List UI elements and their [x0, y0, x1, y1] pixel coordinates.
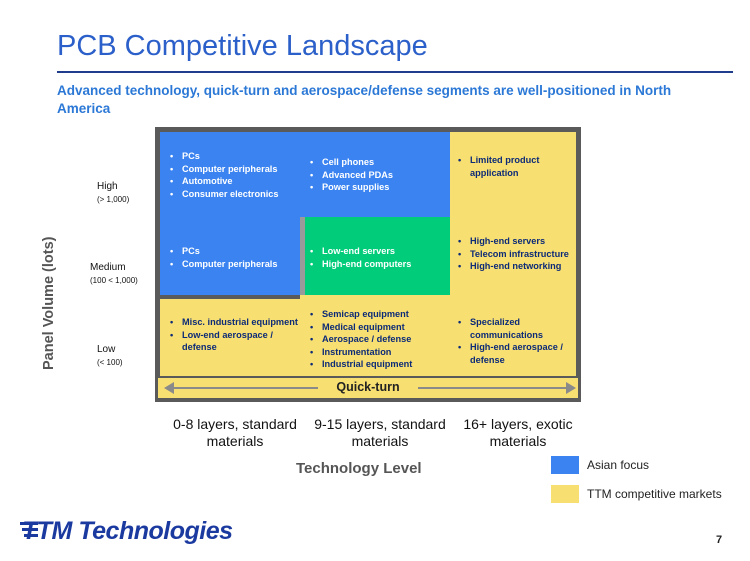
arrow-left-icon — [164, 382, 174, 394]
arrow-right-icon — [566, 382, 576, 394]
legend-swatch-ttm — [551, 485, 579, 503]
cell-medium-col3: High-end servers Telecom infrastructure … — [458, 235, 573, 273]
level-low: Low (< 100) — [97, 343, 123, 369]
cell-low-col1: Misc. industrial equipment Low-end aeros… — [170, 316, 298, 354]
cell-high-col2: Cell phones Advanced PDAs Power supplies — [310, 156, 440, 194]
title-divider — [57, 71, 733, 73]
list-item: High-end computers — [310, 258, 445, 271]
list-item: Computer peripherals — [170, 163, 300, 176]
column-label-2: 9-15 layers, standard materials — [314, 416, 446, 449]
list-item: High-end aerospace / defense — [458, 341, 573, 366]
list-item: High-end networking — [458, 260, 573, 273]
level-medium-label: Medium — [90, 262, 126, 273]
page-title: PCB Competitive Landscape — [57, 30, 428, 62]
yellow-low-shadow-top — [155, 294, 305, 299]
list-item: PCs — [170, 245, 300, 258]
blue-region-shadow-left — [155, 127, 160, 299]
level-low-label: Low — [97, 344, 116, 355]
cell-low-col2: Semicap equipment Medical equipment Aero… — [310, 308, 445, 371]
column-label-1: 0-8 layers, standard materials — [173, 416, 297, 449]
list-item: Computer peripherals — [170, 258, 300, 271]
x-axis-label: Technology Level — [296, 460, 422, 477]
level-low-sub: (< 100) — [97, 358, 123, 367]
list-item: Cell phones — [310, 156, 440, 169]
list-item: Telecom infrastructure — [458, 248, 573, 261]
level-medium: Medium (100 < 1,000) — [90, 261, 138, 287]
blue-region-shadow-top — [155, 127, 452, 132]
level-high: High (> 1,000) — [97, 180, 129, 206]
cell-high-col3: Limited product application — [458, 154, 568, 179]
list-item: Instrumentation — [310, 346, 445, 359]
list-item: High-end servers — [458, 235, 573, 248]
list-item: Low-end servers — [310, 245, 445, 258]
list-item: Aerospace / defense — [310, 333, 445, 346]
list-item: Power supplies — [310, 181, 440, 194]
yellow-low-shadow-left — [155, 294, 160, 384]
page-subtitle: Advanced technology, quick-turn and aero… — [57, 83, 672, 116]
yellow-col3-shadow-top — [448, 127, 581, 132]
list-item: PCs — [170, 150, 300, 163]
green-shadow-left — [300, 213, 305, 299]
list-item: Medical equipment — [310, 321, 445, 334]
legend-swatch-asian — [551, 456, 579, 474]
column-label-3: 16+ layers, exotic materials — [463, 416, 573, 449]
ttm-logo-icon — [20, 522, 38, 537]
cell-medium-col1: PCs Computer peripherals — [170, 245, 300, 270]
y-axis-label: Panel Volume (lots) — [41, 236, 57, 370]
list-item: Semicap equipment — [310, 308, 445, 321]
cell-high-col1: PCs Computer peripherals Automotive Cons… — [170, 150, 300, 200]
cell-low-col3: Specialized communications High-end aero… — [458, 316, 573, 366]
yellow-col3-shadow-right — [576, 127, 581, 382]
level-medium-sub: (100 < 1,000) — [90, 276, 138, 285]
list-item: Misc. industrial equipment — [170, 316, 298, 329]
level-high-label: High — [97, 181, 118, 192]
cell-medium-col2: Low-end servers High-end computers — [310, 245, 445, 270]
list-item: Advanced PDAs — [310, 169, 440, 182]
list-item: Limited product application — [458, 154, 568, 179]
yellow-region-low-fill — [300, 295, 450, 300]
level-high-sub: (> 1,000) — [97, 195, 130, 204]
page-number: 7 — [716, 534, 723, 546]
company-logo-text: TTM Technologies — [22, 517, 233, 545]
list-item: Specialized communications — [458, 316, 573, 341]
list-item: Industrial equipment — [310, 358, 445, 371]
list-item: Consumer electronics — [170, 188, 300, 201]
quick-turn-label: Quick-turn — [318, 380, 418, 394]
legend-label-ttm: TTM competitive markets — [587, 487, 722, 501]
legend-label-asian: Asian focus — [587, 458, 650, 472]
list-item: Automotive — [170, 175, 300, 188]
list-item: Low-end aerospace / defense — [170, 329, 298, 354]
